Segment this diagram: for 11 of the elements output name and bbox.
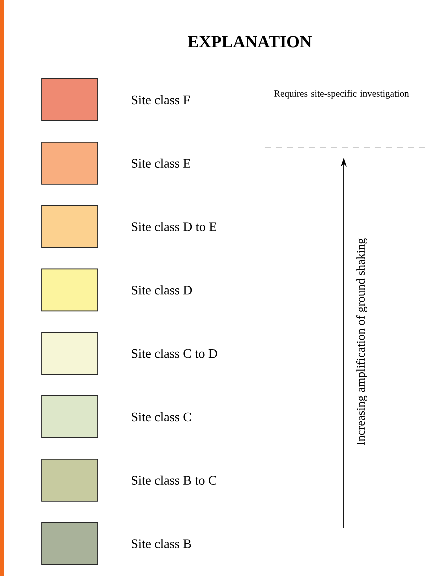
legend-text: Site class D [132, 286, 192, 295]
note-text: Requires site-specific investigation [274, 90, 410, 99]
legend-text: Site class B [132, 539, 192, 548]
axis-label: Increasing amplification of ground shaking [356, 238, 368, 446]
legend-text: Site class B to C [132, 476, 216, 485]
legend-text: Site class C to D [132, 349, 218, 358]
legend-text: Site class F [132, 95, 190, 105]
legend-text: Site class E [132, 158, 190, 168]
title: EXPLANATION [188, 36, 312, 48]
legend-text: Site class D to E [132, 222, 216, 232]
legend-text: Site class C [132, 412, 192, 422]
